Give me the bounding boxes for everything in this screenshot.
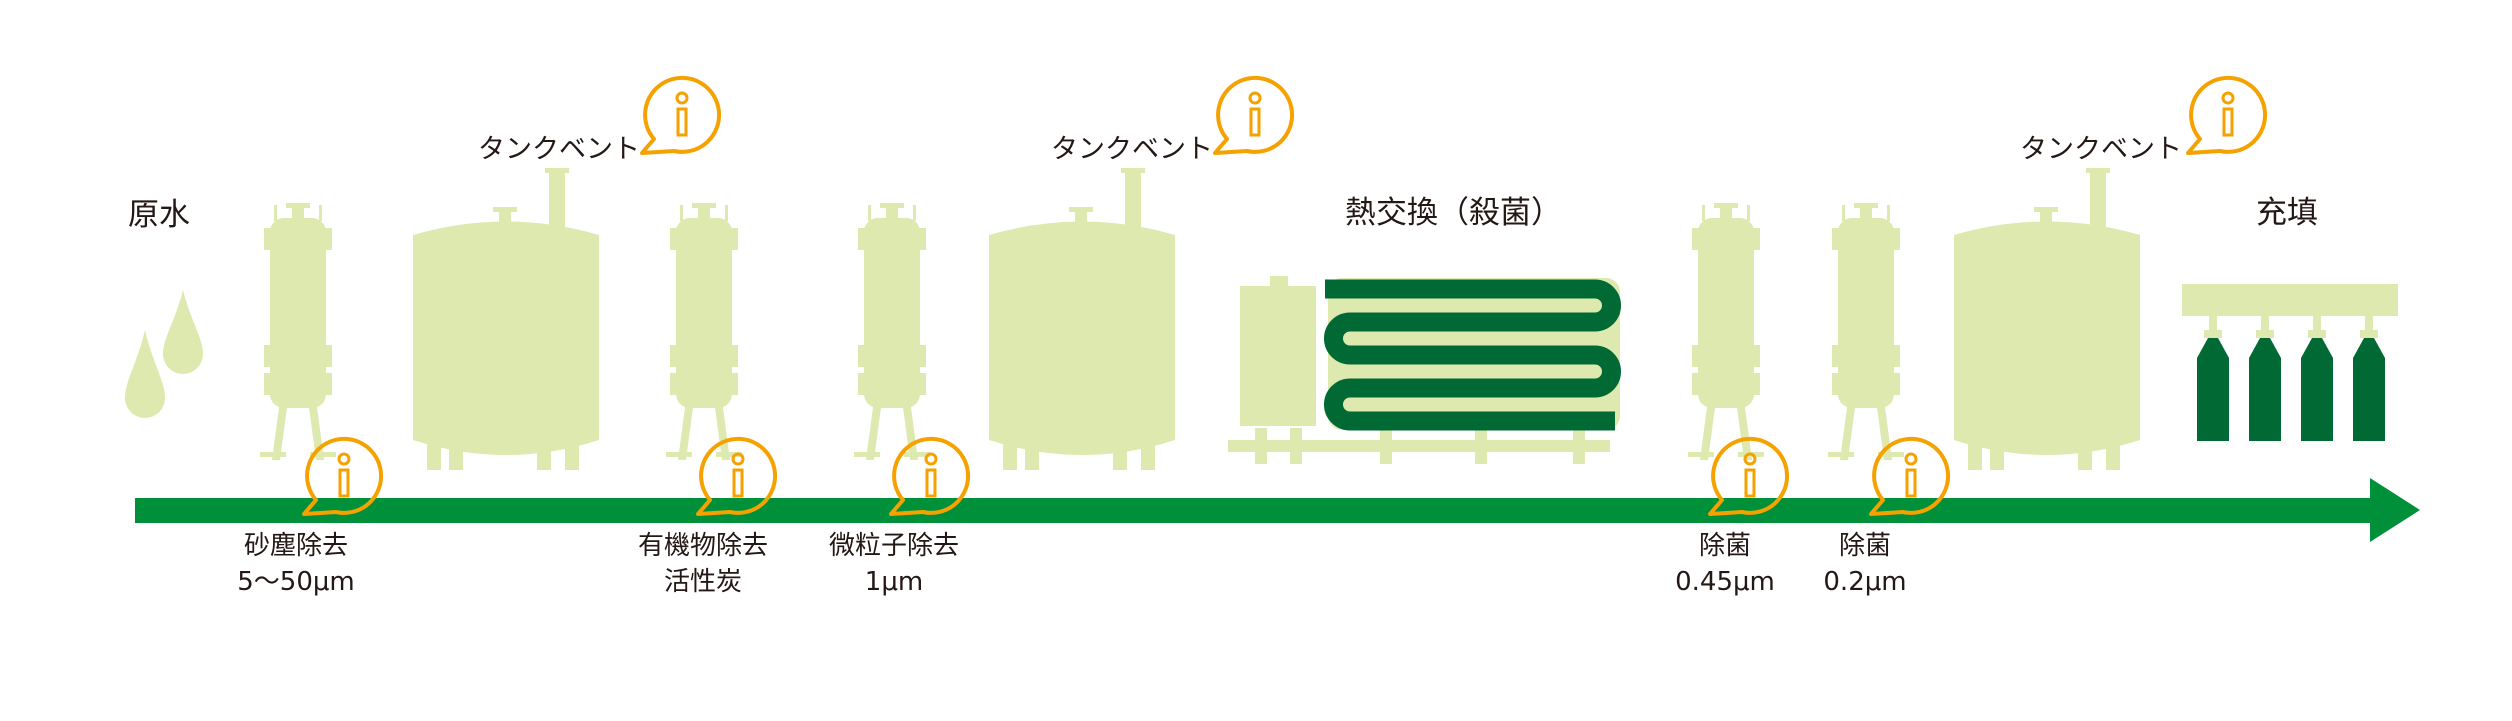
heat-exchanger [1228,276,1621,464]
stage-heat-exchange-label: 熱交換（殺菌） [1345,195,1562,231]
filling-station [2182,284,2398,441]
filter-spec: 0.45μm [1675,567,1775,597]
filter-housing-4 [1688,203,1764,460]
filter-info-button-2[interactable] [696,436,778,516]
info-bubble-icon [1708,436,1790,516]
storage-tank-2 [989,168,1175,470]
filter-name: 除菌 [1698,531,1751,561]
tank-vent-info-button-3[interactable] [2186,75,2268,155]
filter-name: 微粒子除去 [828,531,959,561]
filter-label-1: 砂塵除去 5～50μm [176,528,416,600]
info-bubble-icon [302,436,384,516]
filter-info-button-3[interactable] [889,436,971,516]
process-flow-arrow [135,498,2375,523]
bottle-icon [2197,338,2229,441]
filter-label-3: 微粒子除去 1μm [774,528,1014,600]
bottle-icon [2353,338,2385,441]
bottle-icon [2301,338,2333,441]
filter-label-2: 有機物除去活性炭 [583,528,823,600]
filter-spec: 5～50μm [237,567,355,597]
filter-housing-1 [260,203,336,460]
filter-info-button-5[interactable] [1869,436,1951,516]
filter-housing-3 [854,203,930,460]
filter-spec: 1μm [864,567,924,597]
filter-label-4: 除菌 0.45μm [1605,528,1845,600]
filter-name: 砂塵除去 [243,531,348,561]
filter-housing-2 [666,203,742,460]
filter-spec: 活性炭 [663,567,742,597]
info-bubble-icon [889,436,971,516]
filter-housing-5 [1828,203,1904,460]
info-bubble-icon [2186,75,2268,155]
tank-vent-label-1: タンクベント [478,134,640,165]
filter-name: 有機物除去 [637,531,768,561]
water-drop-icon [125,330,165,418]
tank-vent-info-button-1[interactable] [640,75,722,155]
tank-vent-label-3: タンクベント [2020,134,2182,165]
info-bubble-icon [640,75,722,155]
info-bubble-icon [1869,436,1951,516]
tank-vent-label-2: タンクベント [1051,134,1213,165]
storage-tank-1 [413,168,599,470]
info-bubble-icon [696,436,778,516]
tank-vent-info-button-2[interactable] [1213,75,1295,155]
storage-tank-3 [1954,168,2140,470]
info-bubble-icon [1213,75,1295,155]
filter-info-button-4[interactable] [1708,436,1790,516]
stage-raw-water-label: 原水 [128,197,190,233]
filter-name: 除菌 [1838,531,1891,561]
stage-filling-label: 充填 [2256,195,2318,231]
heat-exchange-coil [1324,279,1621,431]
filter-spec: 0.2μm [1823,567,1907,597]
bottle-icon [2249,338,2281,441]
water-drop-icon [163,290,203,374]
filter-label-5: 除菌 0.2μm [1745,528,1985,600]
arrow-head-icon [2370,478,2420,542]
filter-info-button-1[interactable] [302,436,384,516]
